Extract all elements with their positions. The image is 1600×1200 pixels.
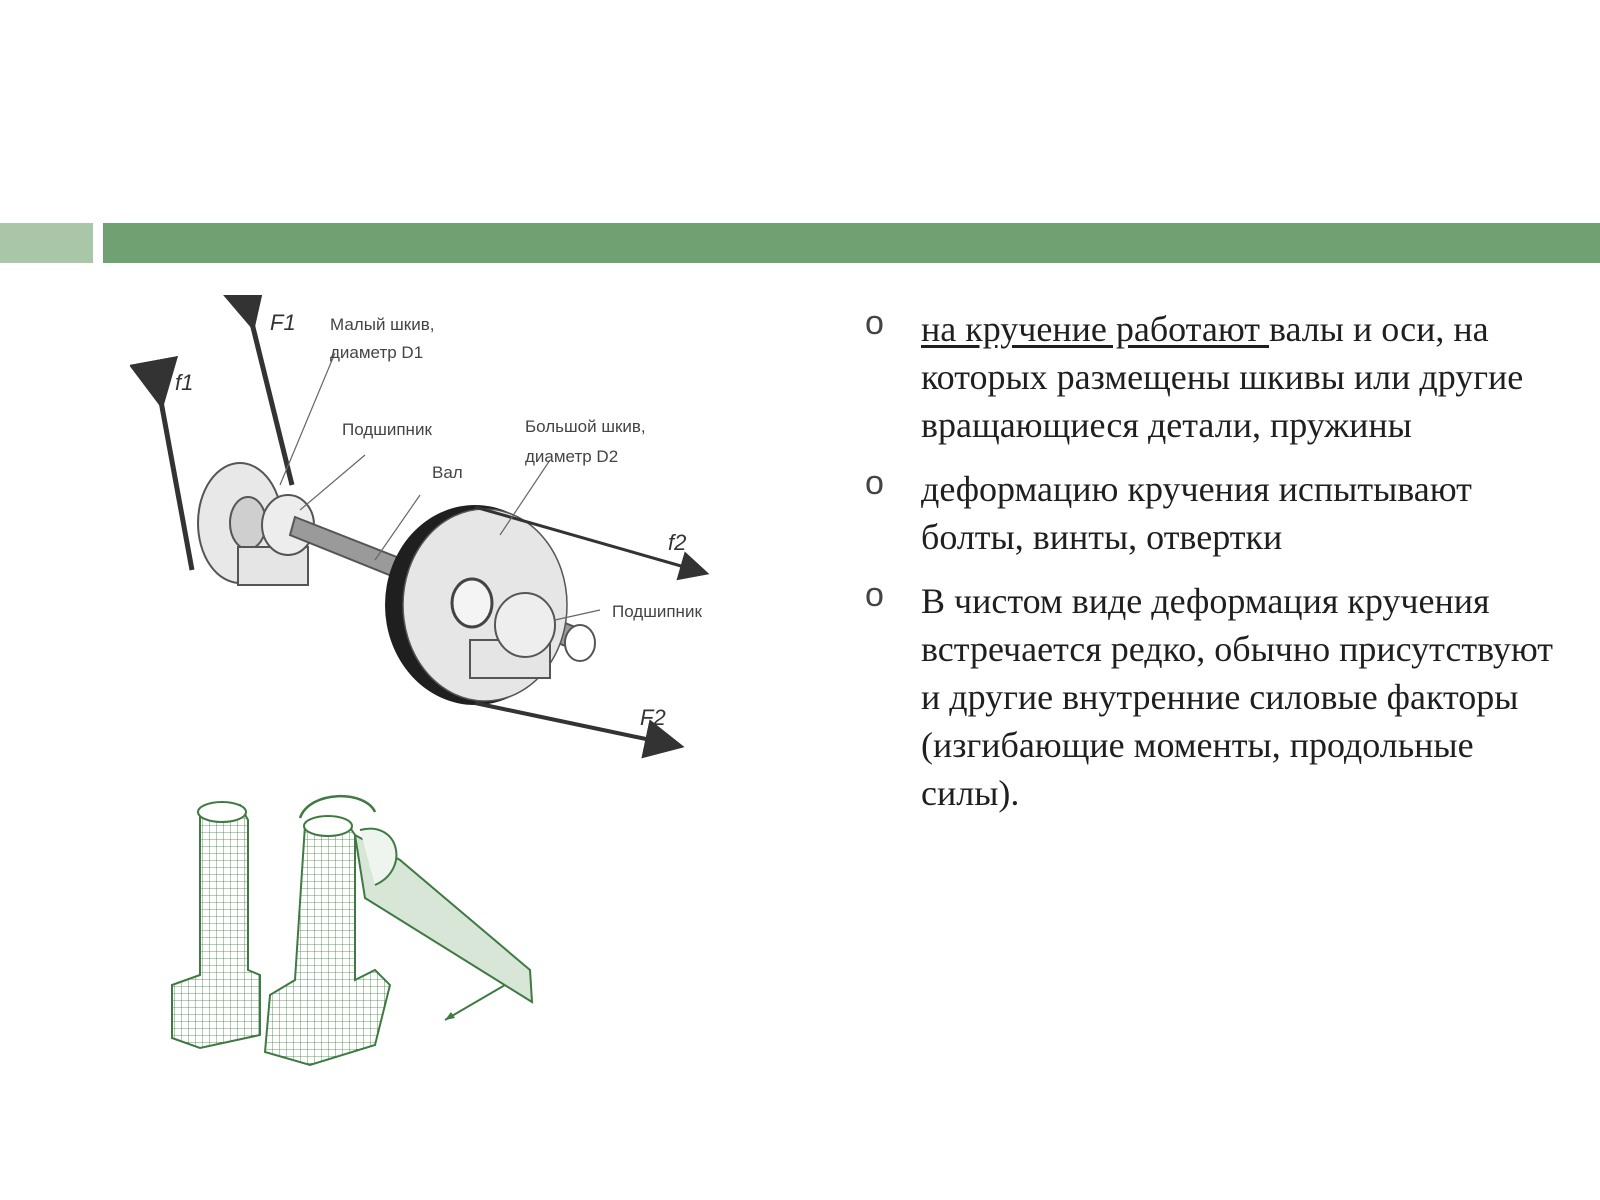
force-arrow <box>444 984 506 1021</box>
label-f1: f1 <box>175 370 193 395</box>
label-bearing-right: Подшипник <box>612 602 702 621</box>
bullet-item: o деформацию кручения испытывают болты, в… <box>865 464 1555 561</box>
bullet-text: В чистом виде деформация кручения встреч… <box>921 581 1553 813</box>
label-large-pulley: Большой шкив, <box>525 417 646 436</box>
bullet-list: o на кручение работают валы и оси, на кот… <box>865 304 1555 833</box>
bullet-underlined-text: на кручение работают <box>921 309 1269 349</box>
bullet-text: валы и оси, на которых размещены шкивы и… <box>921 309 1524 445</box>
right-bearing <box>494 592 556 658</box>
torsion-bolt-illustration <box>171 794 534 1067</box>
label-f2: f2 <box>668 530 686 555</box>
label-large-diameter: диаметр D2 <box>525 447 618 466</box>
belt-F1 <box>217 295 295 486</box>
label-bearing-top: Подшипник <box>342 420 432 439</box>
label-F1: F1 <box>270 310 296 335</box>
title-band <box>103 223 1600 263</box>
belt-F2 <box>474 701 685 759</box>
bolt-left <box>171 803 261 1050</box>
title-band-accent <box>0 223 93 263</box>
bullet-marker: o <box>865 576 884 614</box>
label-small-pulley: Малый шкив, <box>330 315 435 334</box>
bullet-marker: o <box>865 464 884 502</box>
bullet-item: o на кручение работают валы и оси, на кот… <box>865 304 1555 449</box>
label-shaft: Вал <box>432 463 463 482</box>
bolt-right <box>263 818 392 1067</box>
label-F2: F2 <box>640 705 666 730</box>
bullet-marker: o <box>865 304 884 342</box>
bullet-item: o В чистом виде деформация кручения встре… <box>865 576 1555 817</box>
belt-f1 <box>130 355 195 571</box>
bullet-text: деформацию кручения испытывают болты, ви… <box>921 469 1472 557</box>
label-small-diameter: диаметр D1 <box>330 343 423 362</box>
rotation-arrow <box>298 794 377 819</box>
shaft-pulley-diagram: Малый шкив, диаметр D1 Подшипник Вал Бол… <box>130 295 710 759</box>
